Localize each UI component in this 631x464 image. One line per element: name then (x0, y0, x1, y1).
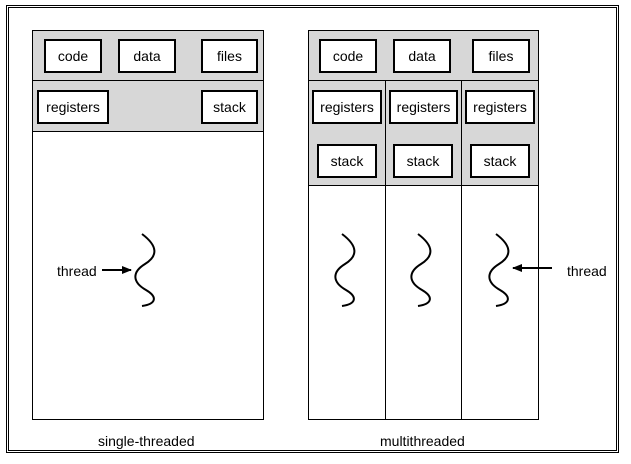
multi-stack-box-2: stack (393, 144, 453, 178)
multi-data-box: data (393, 39, 451, 73)
single-process-outline (32, 30, 264, 420)
multi-registers-box-1: registers (312, 90, 382, 124)
single-divider-1 (32, 80, 264, 81)
multi-registers-box-3: registers (465, 90, 535, 124)
multi-thread-label: thread (567, 263, 607, 279)
multi-files-box: files (472, 39, 530, 73)
multi-thread-squiggle-1 (334, 233, 356, 307)
multi-stack-box-3: stack (470, 144, 530, 178)
multi-thread-squiggle-3 (488, 233, 510, 307)
single-data-box: data (118, 39, 176, 73)
single-divider-2 (32, 131, 264, 132)
single-threaded-caption: single-threaded (98, 433, 195, 449)
single-stack-box: stack (201, 90, 258, 124)
multi-code-box: code (319, 39, 377, 73)
single-thread-label: thread (57, 263, 97, 279)
multithreaded-caption: multithreaded (380, 433, 465, 449)
multi-registers-box-2: registers (389, 90, 458, 124)
single-files-box: files (201, 39, 258, 73)
multi-divider-1 (308, 80, 539, 81)
single-thread-squiggle (134, 233, 156, 307)
multi-thread-squiggle-2 (410, 233, 432, 307)
figure-frame (6, 5, 619, 453)
multi-divider-2 (308, 185, 539, 186)
multi-column-divider-1 (385, 80, 386, 420)
single-code-box: code (44, 39, 102, 73)
single-registers-box: registers (37, 90, 109, 124)
multi-stack-box-1: stack (317, 144, 377, 178)
multi-process-outline (308, 30, 539, 420)
multi-column-divider-2 (461, 80, 462, 420)
